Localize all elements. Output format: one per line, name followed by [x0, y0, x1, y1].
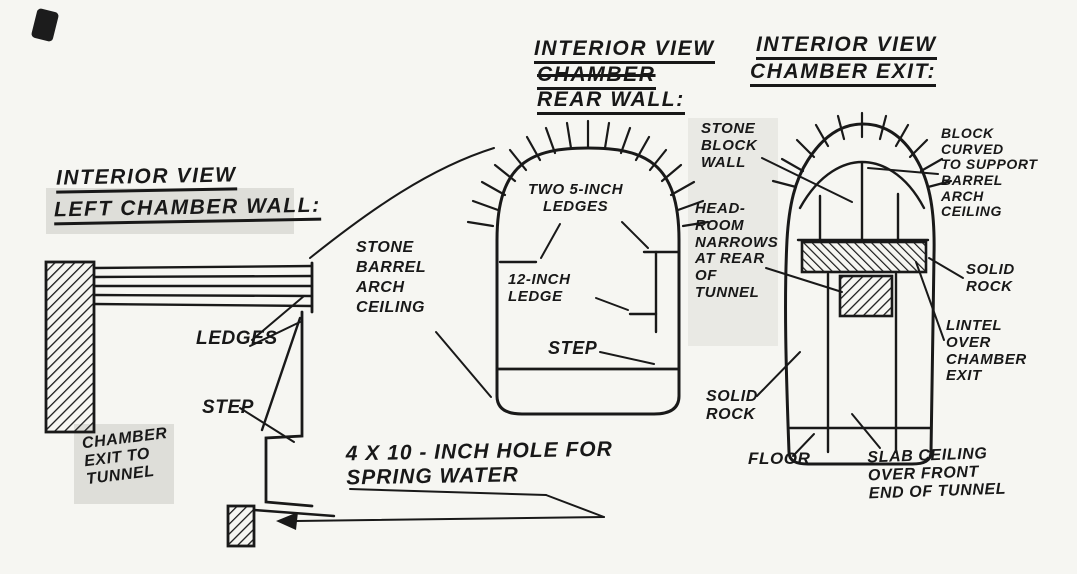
rear-view-title-line3: REAR WALL: [537, 89, 685, 115]
stone-barrel-arch-ceiling-label: STONE BARREL ARCH CEILING [356, 239, 427, 316]
hatched-spring-block [226, 504, 256, 548]
arrowhead [276, 512, 298, 530]
scan-shading [688, 118, 778, 346]
twelve-inch-ledge-label: 12-INCH LEDGE [508, 271, 571, 305]
ledges-label: LEDGES [196, 328, 278, 349]
left-wall-drawing [44, 260, 336, 548]
slab-ceiling-label: SLAB CEILING OVER FRONT END OF TUNNEL [867, 445, 1007, 503]
rear-view-title-line1: INTERIOR VIEW [534, 38, 715, 64]
hatched-tunnel-opening [838, 274, 894, 318]
floor-label: FLOOR [748, 449, 811, 468]
rear-wall-drawing [309, 119, 710, 416]
arch-rays [771, 111, 953, 189]
arch-rays [466, 119, 710, 228]
scan-shading [74, 424, 174, 504]
step-label-left: STEP [202, 397, 255, 418]
scan-shading [46, 188, 294, 234]
stone-block-wall-label: STONE BLOCK WALL [701, 120, 758, 171]
step-label-rear: STEP [548, 338, 598, 358]
solid-rock-right-label: SOLID ROCK [966, 261, 1015, 295]
chamber-exit-drawing [756, 111, 964, 466]
chamber-exit-to-tunnel-label: CHAMBER EXIT TO TUNNEL [81, 424, 169, 488]
left-view-title-line2: LEFT CHAMBER WALL: [54, 194, 321, 226]
hatched-wall-strip [44, 260, 96, 434]
lintel-over-exit-label: LINTEL OVER CHAMBER EXIT [946, 317, 1027, 385]
two-five-inch-ledges-label: TWO 5-INCH LEDGES [528, 181, 624, 215]
left-view-title-line1: INTERIOR VIEW [56, 163, 237, 194]
exit-view-title-line2: CHAMBER EXIT: [750, 61, 937, 87]
spring-hole-note: 4 X 10 - INCH HOLE FOR SPRING WATER [345, 437, 614, 489]
spring-water-leader [276, 488, 605, 530]
solid-rock-left-label: SOLID ROCK [706, 388, 758, 423]
block-curved-label: BLOCK CURVED TO SUPPORT BARREL ARCH CEIL… [941, 125, 1038, 220]
rear-view-title-line2: CHAMBER [537, 64, 656, 90]
hatched-lintel [800, 240, 928, 274]
exit-view-title-line1: INTERIOR VIEW [756, 34, 937, 60]
headroom-narrows-label: HEAD- ROOM NARROWS AT REAR OF TUNNEL [695, 200, 779, 301]
ceiling-leader [309, 147, 495, 259]
